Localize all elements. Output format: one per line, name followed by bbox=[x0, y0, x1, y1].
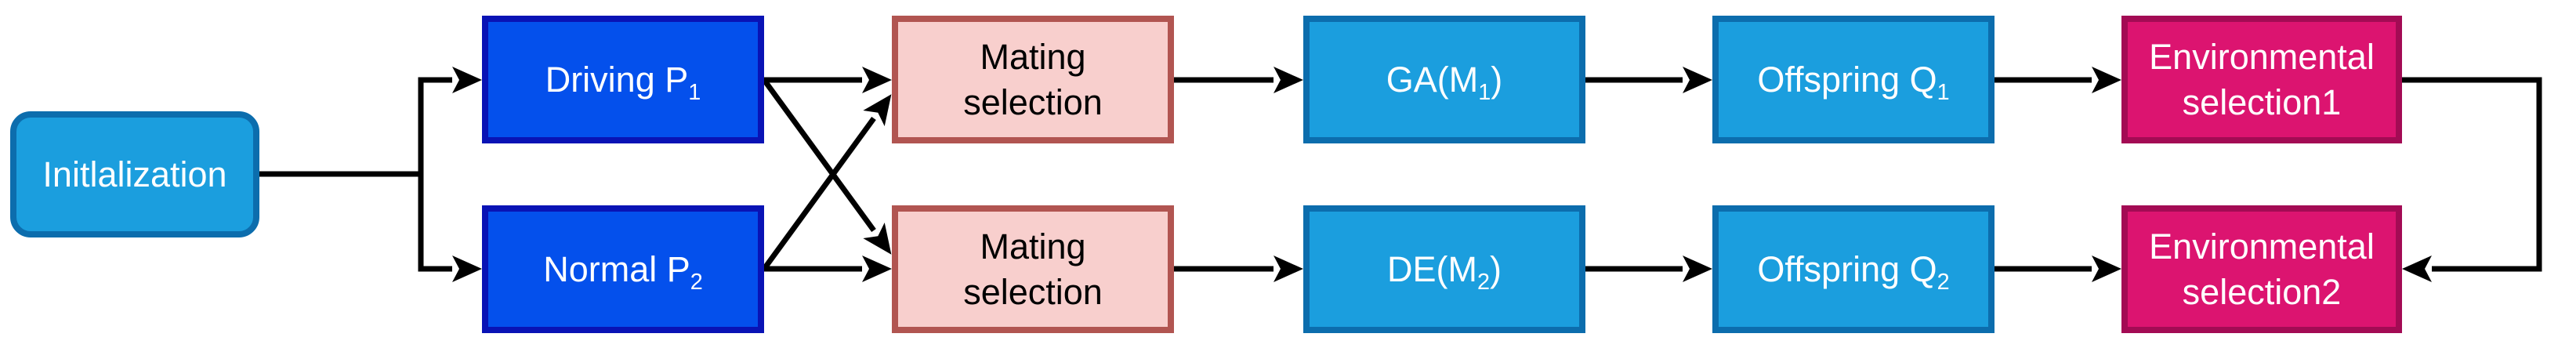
node-de-m2-label: DE(M2) bbox=[1387, 248, 1502, 295]
edge-init-to-normal-p2 bbox=[259, 171, 482, 282]
node-ga-m1-label: GA(M1) bbox=[1386, 59, 1503, 105]
node-environmental-selection-1: Environmental selection1 bbox=[2121, 16, 2402, 143]
node-normal-p2-label: Normal P2 bbox=[543, 248, 703, 295]
node-mating-selection-2-label: Mating selection bbox=[963, 227, 1103, 312]
node-driving-p1: Driving P1 bbox=[482, 16, 764, 143]
node-normal-p2: Normal P2 bbox=[482, 205, 764, 333]
edge-driving-p1-to-mating2 bbox=[762, 78, 892, 255]
node-environmental-selection-2-label: Environmental selection2 bbox=[2149, 227, 2375, 312]
edge-init-to-driving-p1 bbox=[259, 67, 482, 177]
node-ga-m1: GA(M1) bbox=[1303, 16, 1585, 143]
node-de-m2: DE(M2) bbox=[1303, 205, 1585, 333]
node-mating-selection-1: Mating selection bbox=[892, 16, 1174, 143]
edge-normal-p2-to-mating1 bbox=[762, 94, 892, 271]
node-offspring-q2: Offspring Q2 bbox=[1712, 205, 1994, 333]
node-environmental-selection-1-label: Environmental selection1 bbox=[2149, 37, 2375, 122]
node-environmental-selection-2: Environmental selection2 bbox=[2121, 205, 2402, 333]
node-mating-selection-2: Mating selection bbox=[892, 205, 1174, 333]
node-driving-p1-label: Driving P1 bbox=[545, 59, 701, 105]
node-offspring-q2-label: Offspring Q2 bbox=[1757, 248, 1950, 295]
node-offspring-q1: Offspring Q1 bbox=[1712, 16, 1994, 143]
node-offspring-q1-label: Offspring Q1 bbox=[1757, 59, 1950, 105]
edge-env1-to-env2-feedback bbox=[2402, 77, 2542, 282]
node-mating-selection-1-label: Mating selection bbox=[963, 37, 1103, 122]
node-initialization: Initlalization bbox=[10, 111, 259, 237]
node-initialization-label: Initlalization bbox=[42, 154, 227, 194]
